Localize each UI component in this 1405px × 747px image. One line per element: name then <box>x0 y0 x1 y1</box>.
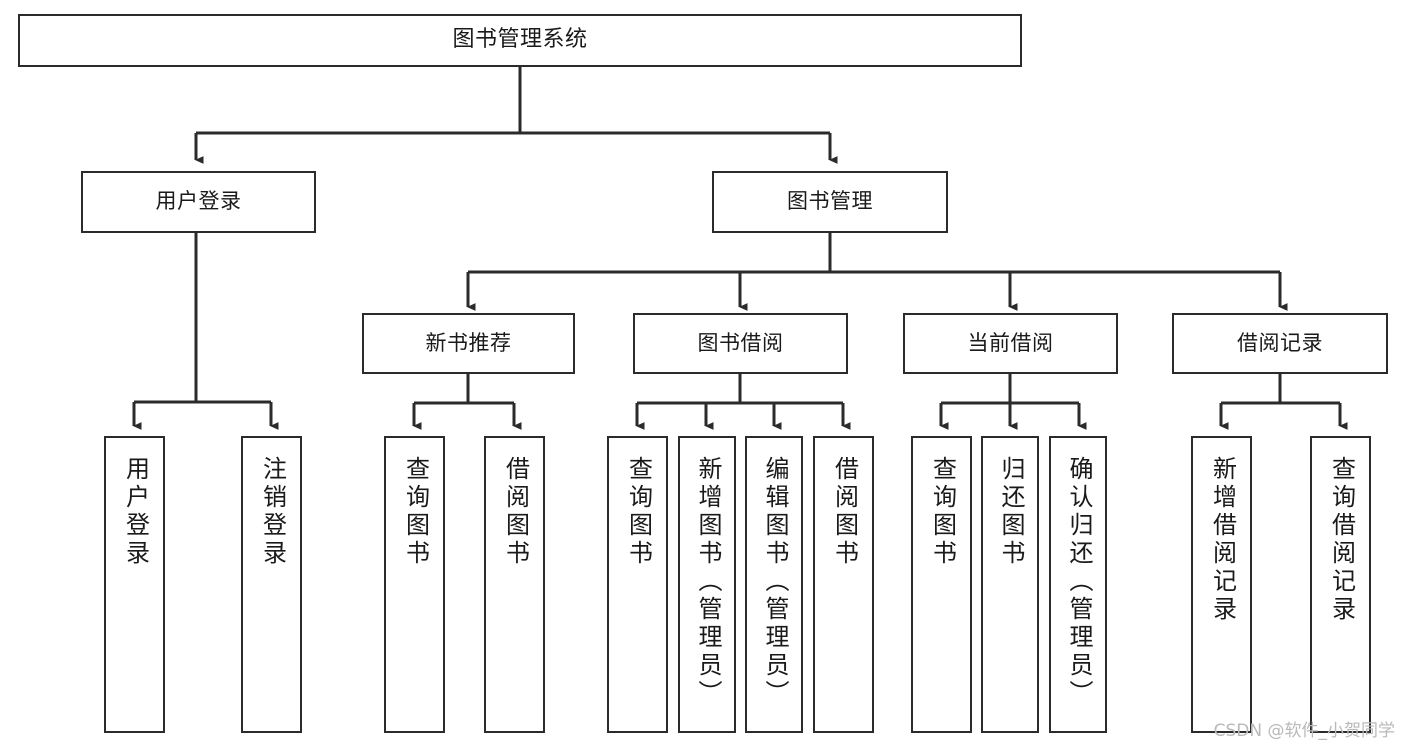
node-new-book-recommendation[interactable]: 新书推荐 <box>362 313 575 374</box>
leaf-borrow-book-recommendation[interactable]: 借阅图书 <box>484 436 545 733</box>
node-label: 新增借阅记录 <box>1208 456 1237 624</box>
leaf-edit-book-admin[interactable]: 编辑图书（管理员） <box>745 436 803 733</box>
node-label: 查询借阅记录 <box>1327 456 1356 624</box>
leaf-borrow-book-borrowing[interactable]: 借阅图书 <box>813 436 874 733</box>
node-label: 当前借阅 <box>967 330 1054 355</box>
node-label: 借阅图书 <box>830 456 859 568</box>
leaf-query-book-recommendation[interactable]: 查询图书 <box>384 436 445 733</box>
leaf-query-book-current[interactable]: 查询图书 <box>911 436 972 733</box>
node-label: 图书管理 <box>787 189 873 214</box>
leaf-return-book[interactable]: 归还图书 <box>981 436 1039 733</box>
leaf-user-login[interactable]: 用户登录 <box>104 436 165 733</box>
leaf-query-borrowing-record[interactable]: 查询借阅记录 <box>1310 436 1371 733</box>
node-label: 新增图书（管理员） <box>693 456 722 708</box>
leaf-add-borrowing-record[interactable]: 新增借阅记录 <box>1191 436 1252 733</box>
node-label: 借阅记录 <box>1237 330 1323 355</box>
node-label: 注销登录 <box>258 456 287 568</box>
csdn-watermark: CSDN @软件_小贺同学 <box>1213 721 1395 741</box>
node-label: 用户登录 <box>121 456 150 568</box>
node-label: 用户登录 <box>155 189 242 214</box>
node-borrowing-records[interactable]: 借阅记录 <box>1172 313 1388 374</box>
node-label: 查询图书 <box>401 456 430 568</box>
leaf-confirm-return-admin[interactable]: 确认归还（管理员） <box>1049 436 1107 733</box>
leaf-add-book-admin[interactable]: 新增图书（管理员） <box>678 436 736 733</box>
node-label: 新书推荐 <box>425 330 512 355</box>
leaf-logout[interactable]: 注销登录 <box>241 436 302 733</box>
leaf-query-book-borrowing[interactable]: 查询图书 <box>607 436 668 733</box>
node-label: 确认归还（管理员） <box>1064 456 1093 708</box>
node-root-book-management-system[interactable]: 图书管理系统 <box>18 14 1022 67</box>
node-label: 借阅图书 <box>501 456 530 568</box>
node-label: 查询图书 <box>624 456 653 568</box>
node-label: 图书借阅 <box>697 330 784 355</box>
node-user-login[interactable]: 用户登录 <box>81 171 316 233</box>
node-label: 查询图书 <box>928 456 957 568</box>
node-current-borrowing[interactable]: 当前借阅 <box>903 313 1118 374</box>
node-book-borrowing[interactable]: 图书借阅 <box>633 313 848 374</box>
node-label: 图书管理系统 <box>452 27 588 53</box>
node-label: 编辑图书（管理员） <box>760 456 789 708</box>
node-label: 归还图书 <box>996 456 1025 568</box>
node-book-management[interactable]: 图书管理 <box>712 171 948 233</box>
